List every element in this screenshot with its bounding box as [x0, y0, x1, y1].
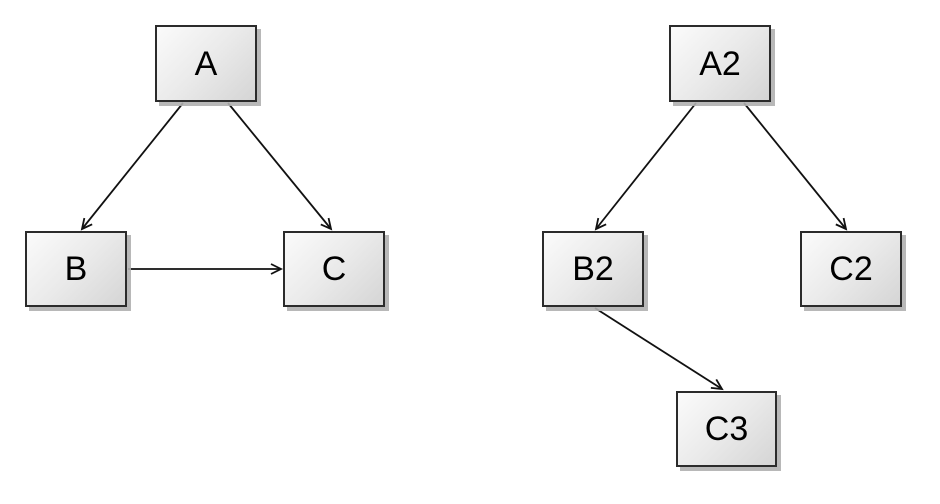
node-label-A: A [194, 44, 218, 83]
node-label-B: B [64, 250, 88, 288]
node-label-B2: B2 [572, 250, 614, 288]
edge-A2-B2[interactable] [594, 102, 697, 231]
node-A2[interactable]: A2 [669, 25, 771, 102]
node-B[interactable]: B [25, 231, 127, 307]
node-label-C2: C2 [829, 250, 873, 288]
node-label-C: C [321, 250, 347, 288]
node-C3[interactable]: C3 [676, 391, 777, 467]
edge-group [80, 102, 848, 391]
edge-A-C[interactable] [227, 102, 333, 231]
edge-A2-C2[interactable] [743, 102, 848, 231]
node-C2[interactable]: C2 [800, 231, 902, 307]
node-B2[interactable]: B2 [542, 231, 644, 307]
edge-A-B[interactable] [80, 102, 184, 231]
edge-B2-C3[interactable] [594, 307, 724, 391]
node-C[interactable]: C [283, 231, 385, 307]
node-label-C3: C3 [704, 410, 749, 448]
node-A[interactable]: A [155, 25, 257, 102]
node-label-A2: A2 [699, 44, 741, 83]
